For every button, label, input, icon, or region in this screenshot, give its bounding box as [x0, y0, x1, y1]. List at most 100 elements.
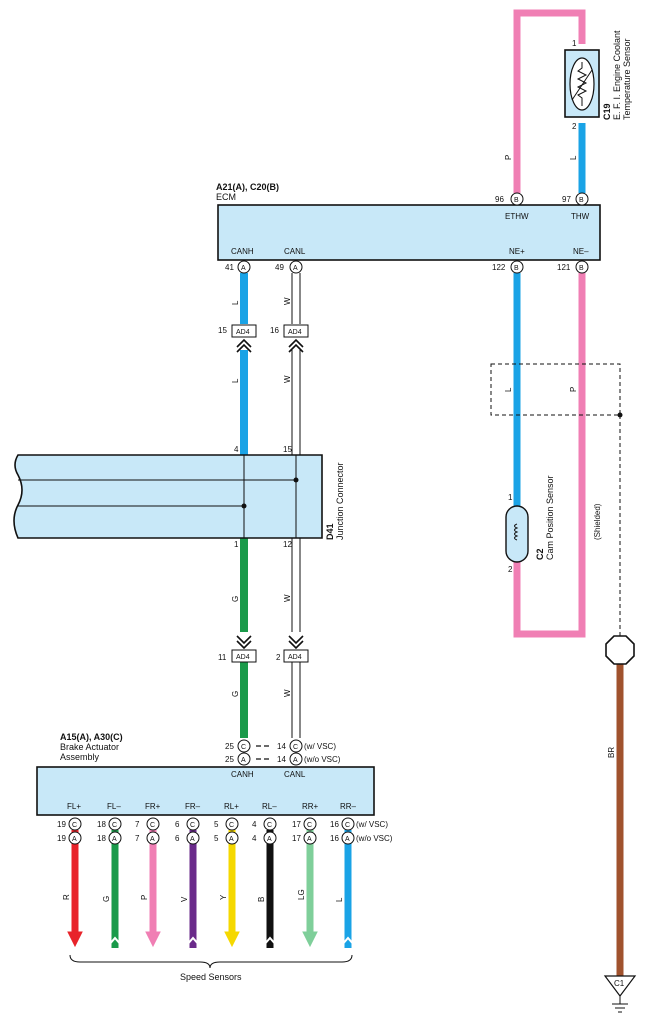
coolant-pin-bottom: 2: [572, 122, 577, 131]
ad4-lower: 11 AD4 2 AD4: [218, 635, 309, 663]
brake-pin-a-rr-plus: [303, 831, 317, 845]
brake-pin-num-c-fl-plus: 19: [57, 820, 66, 829]
brake-ref: A15(A), A30(C): [60, 732, 123, 742]
wire-label-shield: BR: [607, 747, 616, 758]
wire-label-speed-rl-minus: B: [257, 897, 266, 902]
brake-pin-conn-c: C: [112, 822, 117, 829]
wire-label-speed-fl-plus: R: [62, 894, 71, 900]
brake-canh-pin-a: [237, 752, 251, 766]
brake-pin-conn-a: A: [72, 836, 77, 843]
arrow-down-icon: [224, 931, 240, 948]
ground-triangle-icon: [603, 975, 637, 997]
arrow-down-icon: [302, 931, 318, 948]
shielded-label: (Shielded): [593, 503, 602, 540]
shield-dashed-box: [490, 363, 621, 416]
brake-pin-num-c-rl-plus: 5: [214, 820, 219, 829]
arrow-up-icon: [185, 936, 201, 947]
ecm-pin-canl: [289, 260, 303, 274]
thermistor-icon: [569, 57, 595, 111]
brake-pin-conn-c: C: [267, 822, 272, 829]
brake-body: [36, 766, 375, 816]
brake-canh-label: CANH: [231, 770, 254, 779]
ecm-pin-nep: [510, 260, 524, 274]
brake-canl-conn-c: C: [293, 744, 298, 751]
ecm-pin-canl-conn: A: [293, 265, 298, 272]
brake-canh-conn-a: A: [241, 757, 246, 764]
wire-label-canl-2: W: [283, 375, 292, 383]
coolant-sensor-name-1: E. F. I. Engine Coolant: [612, 30, 622, 120]
ad4-upper-box-canl: [283, 324, 309, 338]
brake-pin-label-fr-minus: FR–: [185, 802, 201, 811]
ecm-pin-nem: [575, 260, 589, 274]
ecm-pin-thw: [575, 192, 589, 206]
brake-variant-a-bottom: (w/o VSC): [356, 834, 393, 843]
wire-label-canl-lower: W: [283, 594, 292, 602]
double-chevron-icon: [288, 338, 304, 348]
brake-pin-a-rr-minus: [341, 831, 355, 845]
junction-pin-top-canl: 15: [283, 445, 292, 454]
wire-label-canl-lower-2: W: [283, 689, 292, 697]
brake-pin-num-c-fl-minus: 18: [97, 820, 106, 829]
wire-label-canh-2: L: [231, 378, 240, 383]
ecm-pin-canh-label: CANH: [231, 247, 254, 256]
ecm-pin-ethw-label: ETHW: [505, 212, 529, 221]
coolant-temperature-sensor: 1 2 C19 E. F. I. Engine Coolant Temperat…: [564, 30, 632, 131]
brake-pin-conn-a: A: [267, 836, 272, 843]
brake-pin-num-c-rl-minus: 4: [252, 820, 257, 829]
wire-label-nem: P: [569, 387, 578, 392]
ad4-lower-box-canl: [283, 649, 309, 663]
brake-pin-num-a-rl-minus: 4: [252, 834, 257, 843]
thermistor-slash-icon: [571, 69, 593, 101]
ecm-pin-canh: [237, 260, 251, 274]
wire-label-speed-rr-plus: LG: [297, 889, 306, 900]
double-chevron-icon: [288, 343, 304, 353]
wire-label-canl: W: [283, 297, 292, 305]
brake-canl-conn-a: A: [293, 757, 298, 764]
brake-canl-num-a: 14: [277, 755, 286, 764]
brake-pin-c-rl-plus: [225, 817, 239, 831]
brake-pin-a-fl-minus: [108, 831, 122, 845]
ad4-upper-label-canh: AD4: [236, 329, 250, 336]
brake-pin-conn-a: A: [307, 836, 312, 843]
wire-label-canh: L: [231, 300, 240, 305]
arrow-down-icon: [145, 931, 161, 948]
ecm-pin-ethw-num: 96: [495, 195, 504, 204]
brake-pin-label-fl-plus: FL+: [67, 802, 81, 811]
brake-pin-num-a-rl-plus: 5: [214, 834, 219, 843]
brake-pin-a-fr-minus: [186, 831, 200, 845]
brake-pin-conn-c: C: [72, 822, 77, 829]
brake-pin-num-a-rr-plus: 17: [292, 834, 301, 843]
speed-sensors-brace: [69, 954, 353, 969]
brake-pin-num-c-rr-minus: 16: [330, 820, 339, 829]
cam-position-sensor: 1 2 C2 Cam Position Sensor: [505, 475, 555, 574]
arrow-up-icon: [340, 936, 356, 947]
brake-pin-c-rr-plus: [303, 817, 317, 831]
arrow-up-icon: [262, 936, 278, 947]
junction-pin-bottom-canh: 1: [234, 540, 239, 549]
brake-pin-conn-a: A: [190, 836, 195, 843]
ecm-name: ECM: [216, 192, 236, 202]
brake-canh-conn-c: C: [241, 744, 246, 751]
brake-pin-label-rr-plus: RR+: [302, 802, 319, 811]
coolant-pin-top: 1: [572, 39, 577, 48]
brake-pin-label-rr-minus: RR–: [340, 802, 357, 811]
cam-sensor-name: Cam Position Sensor: [545, 475, 555, 560]
brake-pin-c-rr-minus: [341, 817, 355, 831]
ecm-pin-nem-num: 121: [557, 263, 571, 272]
brake-canh-pin-c: [237, 739, 251, 753]
wire-label-speed-fr-plus: P: [140, 895, 149, 900]
brake-actuator-assembly: A15(A), A30(C) Brake Actuator Assembly 2…: [36, 732, 393, 982]
ad4-upper-pin-canl: 16: [270, 326, 279, 335]
brake-pin-c-fr-minus: [186, 817, 200, 831]
ad4-upper-box-canh: [231, 324, 257, 338]
brake-name-2: Assembly: [60, 752, 100, 762]
speed-sensors-label: Speed Sensors: [180, 972, 242, 982]
shield-splice-dot: [617, 412, 623, 418]
ground-c1: C1: [603, 975, 637, 1013]
wire-label-speed-fl-minus: G: [102, 896, 111, 902]
ecm-ref: A21(A), C20(B): [216, 182, 279, 192]
ecm-pin-nep-conn: B: [514, 265, 519, 272]
ecm-pin-canh-num: 41: [225, 263, 234, 272]
junction-splice-dot: [241, 503, 247, 509]
brake-pin-a-rl-minus: [263, 831, 277, 845]
